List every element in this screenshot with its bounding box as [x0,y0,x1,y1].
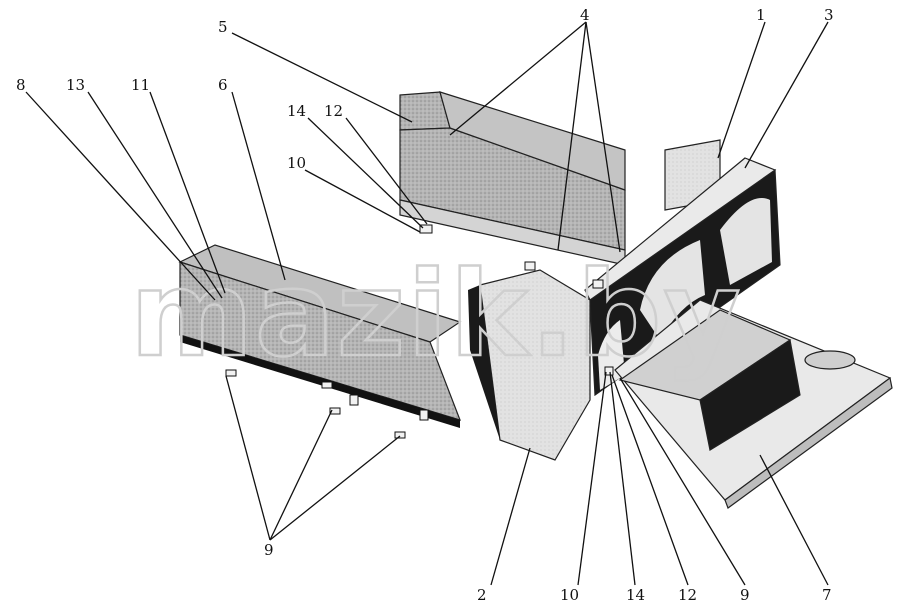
callout-12-bottom: 12 [678,586,697,604]
part-7-base-plate [614,299,893,509]
fasteners [225,224,614,439]
callout-6: 6 [218,76,228,94]
callout-2: 2 [477,586,487,604]
part-6-front-panel [178,244,462,428]
callout-11: 11 [131,76,150,94]
callout-3: 3 [824,6,834,24]
callout-9-right: 9 [740,586,750,604]
watermark-text: mazik.by [130,245,742,383]
callout-labels: 1 3 4 5 8 13 11 6 14 12 10 9 2 10 14 12 … [16,6,834,604]
callout-9-left: 9 [264,541,274,559]
callout-7: 7 [822,586,832,604]
callout-14-bottom: 14 [626,586,645,604]
callout-5: 5 [218,18,228,36]
part-2-center-block [468,269,591,461]
callout-1: 1 [756,6,766,24]
callout-10-bottom: 10 [560,586,579,604]
callout-8: 8 [16,76,26,94]
callout-4: 4 [580,6,590,24]
callout-10-top: 10 [287,154,306,172]
callout-13: 13 [66,76,85,94]
part-3-front-frame [584,157,781,397]
part-5-rear-panel [399,91,626,266]
callout-12-top: 12 [324,102,343,120]
callout-14-top: 14 [287,102,306,120]
leader-lines [25,21,829,586]
